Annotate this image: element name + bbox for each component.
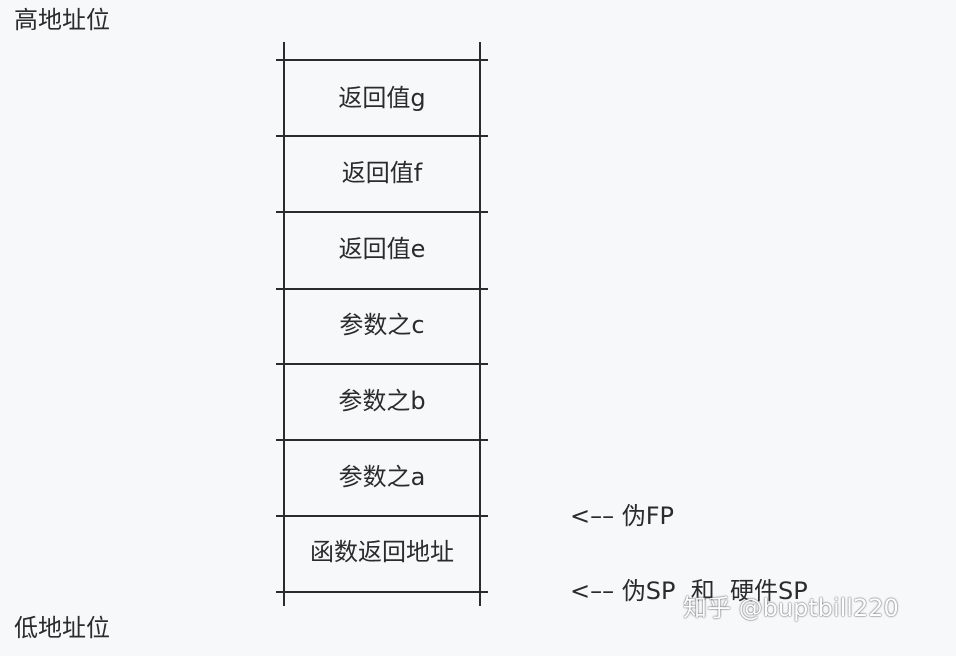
low-address-label: 低地址位 [14,614,110,642]
stack-cell-return-value-f: 返回值f [341,159,423,187]
stack-top-tick-right [479,42,481,56]
stack-divider-4 [276,288,488,290]
stack-divider-3 [276,211,488,213]
high-address-label: 高地址位 [14,6,110,34]
stack-divider-2 [276,135,488,137]
stack-cell-param-c: 参数之c [339,311,425,339]
stack-cell-return-value-g: 返回值g [338,84,426,112]
pseudo-sp-hardware-sp-pointer: <–– 伪SP 和 硬件SP [570,577,808,605]
pseudo-fp-pointer: <–– 伪FP [570,502,675,530]
stack-right-border [479,56,481,606]
stack-divider-8 [276,591,488,593]
stack-cell-return-address: 函数返回地址 [310,538,454,566]
stack-divider-5 [276,363,488,365]
watermark: 知乎 @buptbill220 [683,594,899,622]
stack-top-tick-left [283,42,285,56]
stack-cell-param-b: 参数之b [338,387,426,415]
stack-cell-param-a: 参数之a [338,463,426,491]
stack-left-border [283,56,285,606]
stack-cell-return-value-e: 返回值e [338,235,426,263]
stack-divider-1 [276,59,488,61]
stack-divider-7 [276,515,488,517]
stack-divider-6 [276,439,488,441]
